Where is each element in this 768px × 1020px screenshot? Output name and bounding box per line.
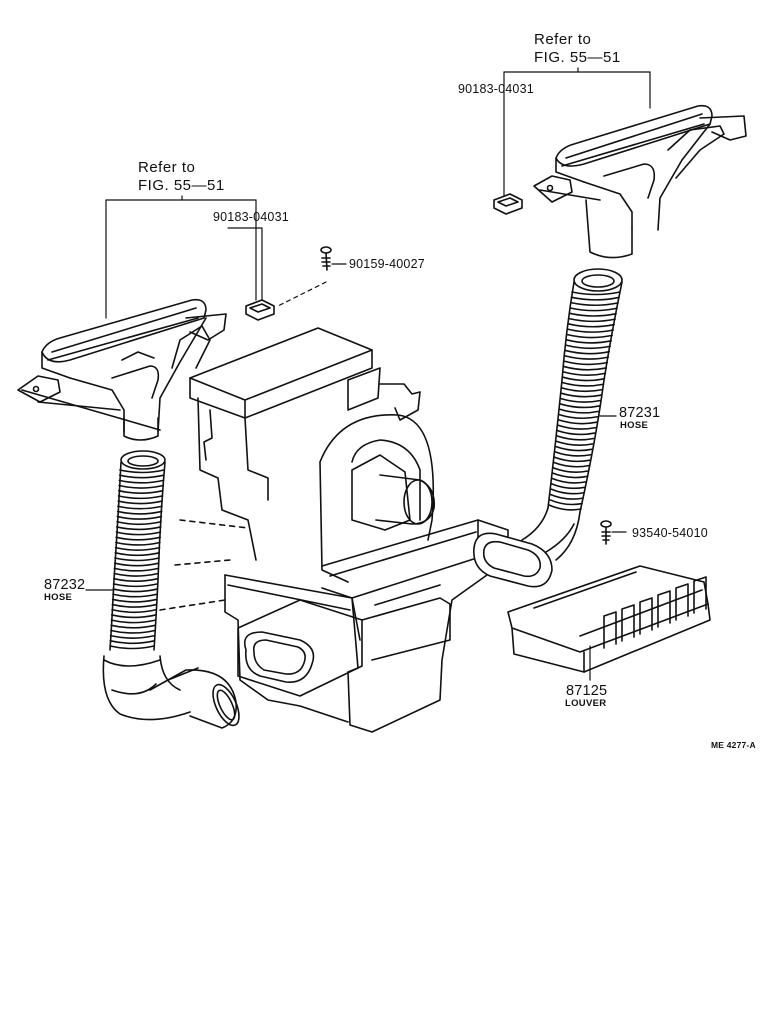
- left-duct: [18, 300, 226, 440]
- right-fig-ref-label: FIG. 55—51: [534, 49, 621, 66]
- louver: [508, 566, 710, 672]
- right-clip: [494, 194, 522, 214]
- louver-part-number: 87125: [566, 683, 608, 699]
- left-fig-ref-label: FIG. 55—51: [138, 177, 225, 194]
- left-refer-to-label: Refer to: [138, 159, 196, 176]
- leader-lines: [86, 68, 650, 680]
- left-hose-part-number: 87232: [44, 577, 86, 593]
- right-hose-name: HOSE: [620, 420, 649, 431]
- screw-top-part-number: 90159-40027: [349, 257, 425, 271]
- left-clip: [246, 300, 274, 320]
- left-hose-name: HOSE: [44, 592, 73, 603]
- screw-top: [321, 247, 331, 270]
- screw-right-part-number: 93540-54010: [632, 526, 708, 540]
- right-hose: [474, 269, 622, 587]
- screw-right: [601, 521, 611, 544]
- right-clip-part-number: 90183-04031: [458, 82, 534, 96]
- figure-code: ME 4277-A: [711, 740, 756, 750]
- left-hose: [103, 451, 244, 729]
- right-hose-part-number: 87231: [619, 405, 661, 421]
- heater-unit: [160, 328, 508, 732]
- louver-name: LOUVER: [565, 698, 607, 709]
- left-clip-part-number: 90183-04031: [213, 210, 289, 224]
- right-refer-to-label: Refer to: [534, 31, 592, 48]
- right-duct: [534, 106, 746, 258]
